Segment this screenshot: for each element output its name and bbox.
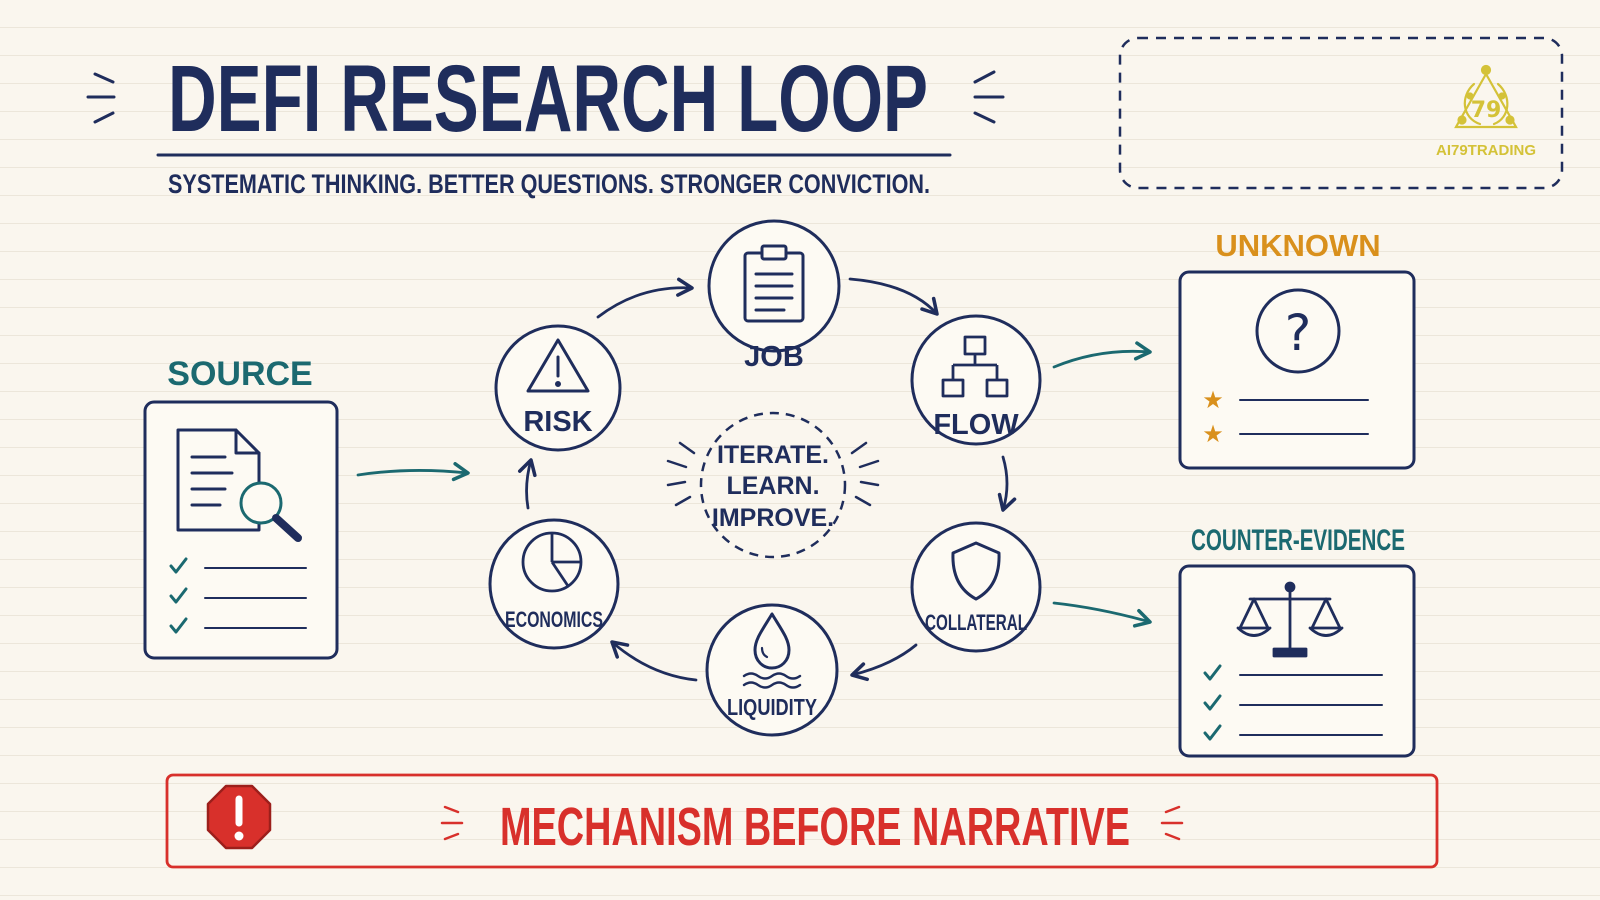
- droplet-icon: [742, 612, 802, 689]
- loop-node-liquidity: LIQUIDITY: [705, 603, 839, 737]
- title-area: DEFI RESEARCH LOOP SYSTEMATIC THINKING. …: [86, 46, 1005, 199]
- arrow-collateral-to-liquidity: [850, 643, 918, 682]
- title-dashes-left: [86, 72, 116, 124]
- logo-box: 79 AI79TRADING: [1118, 36, 1564, 190]
- center-line-3: IMPROVE.: [712, 504, 834, 532]
- counter-evidence-section: COUNTER-EVIDENCE: [1178, 524, 1416, 758]
- alert-octagon-icon: [206, 784, 272, 850]
- check-icon: [1203, 724, 1222, 741]
- loop-label-job: JOB: [744, 341, 804, 373]
- logo-mark: 79: [1471, 98, 1502, 123]
- star-icon: ★: [1202, 386, 1224, 414]
- center-dashed-circle: [699, 411, 847, 559]
- shield-icon: [951, 541, 1001, 601]
- source-label: SOURCE: [167, 355, 312, 393]
- arrow-flow-to-collateral: [997, 455, 1017, 512]
- question-icon: [1255, 288, 1341, 374]
- loop-label-flow: FLOW: [933, 409, 1019, 441]
- loop-label-collateral: COLLATERAL: [925, 610, 1027, 635]
- check-icon: [1203, 664, 1222, 681]
- loop-label-economics: ECONOMICS: [505, 607, 603, 632]
- center-rays: [666, 441, 880, 507]
- document-search-icon: [176, 428, 302, 542]
- scales-icon: [1236, 581, 1344, 658]
- logo-text: AI79TRADING: [1436, 142, 1536, 159]
- check-icon: [1203, 694, 1222, 711]
- loop-label-risk: RISK: [523, 406, 592, 438]
- check-icon: [169, 557, 188, 574]
- arrow-liquidity-to-economics: [610, 640, 698, 682]
- loop-node-risk: RISK: [494, 324, 622, 452]
- center-line-1: ITERATE.: [717, 441, 829, 469]
- banner-dashes-left: [440, 805, 464, 841]
- loop-node-collateral: COLLATERAL: [910, 521, 1042, 653]
- banner-dashes-right: [1160, 805, 1184, 841]
- arrow-risk-to-job: [596, 277, 694, 319]
- loop-node-economics: ECONOMICS: [488, 518, 620, 650]
- arrow-source-to-loop: [356, 462, 470, 482]
- center-motto: ITERATE. LEARN. IMPROVE.: [666, 411, 880, 559]
- unknown-card: [1178, 270, 1416, 470]
- arrow-job-to-flow: [848, 277, 939, 316]
- arrow-flow-to-unknown: [1052, 341, 1152, 369]
- question-mark: ?: [1285, 304, 1312, 362]
- banner-text: MECHANISM BEFORE NARRATIVE: [500, 797, 1130, 857]
- source-checklist: [169, 557, 307, 634]
- arrow-economics-to-risk: [517, 458, 537, 510]
- star-icon: ★: [1202, 420, 1224, 448]
- unknown-label: UNKNOWN: [1215, 228, 1380, 263]
- connector-arrows: [356, 277, 1152, 682]
- counter-evidence-card: [1178, 564, 1416, 758]
- page-subtitle: SYSTEMATIC THINKING. BETTER QUESTIONS. S…: [168, 169, 930, 199]
- banner-frame: [165, 773, 1439, 869]
- counter-checklist: [1203, 664, 1383, 741]
- loop-node-job: JOB: [707, 219, 841, 373]
- page-title: DEFI RESEARCH LOOP: [168, 46, 928, 152]
- pie-chart-icon: [521, 531, 583, 593]
- loop-label-liquidity: LIQUIDITY: [727, 694, 817, 720]
- arrow-collateral-to-counter: [1052, 601, 1152, 628]
- clipboard-icon: [743, 244, 805, 323]
- counter-evidence-label: COUNTER-EVIDENCE: [1191, 524, 1405, 557]
- hierarchy-icon: [941, 335, 1009, 398]
- check-icon: [169, 617, 188, 634]
- logo-frame: [1118, 36, 1564, 190]
- warning-icon: [526, 338, 590, 393]
- center-line-2: LEARN.: [726, 472, 819, 500]
- loop-node-flow: FLOW: [910, 314, 1042, 446]
- check-icon: [169, 587, 188, 604]
- banner: MECHANISM BEFORE NARRATIVE: [165, 773, 1439, 869]
- unknown-section: UNKNOWN ? ★ ★: [1178, 228, 1416, 470]
- title-dashes-right: [973, 70, 1005, 124]
- source-section: SOURCE: [143, 355, 339, 660]
- logo-mark-icon: [1454, 64, 1518, 129]
